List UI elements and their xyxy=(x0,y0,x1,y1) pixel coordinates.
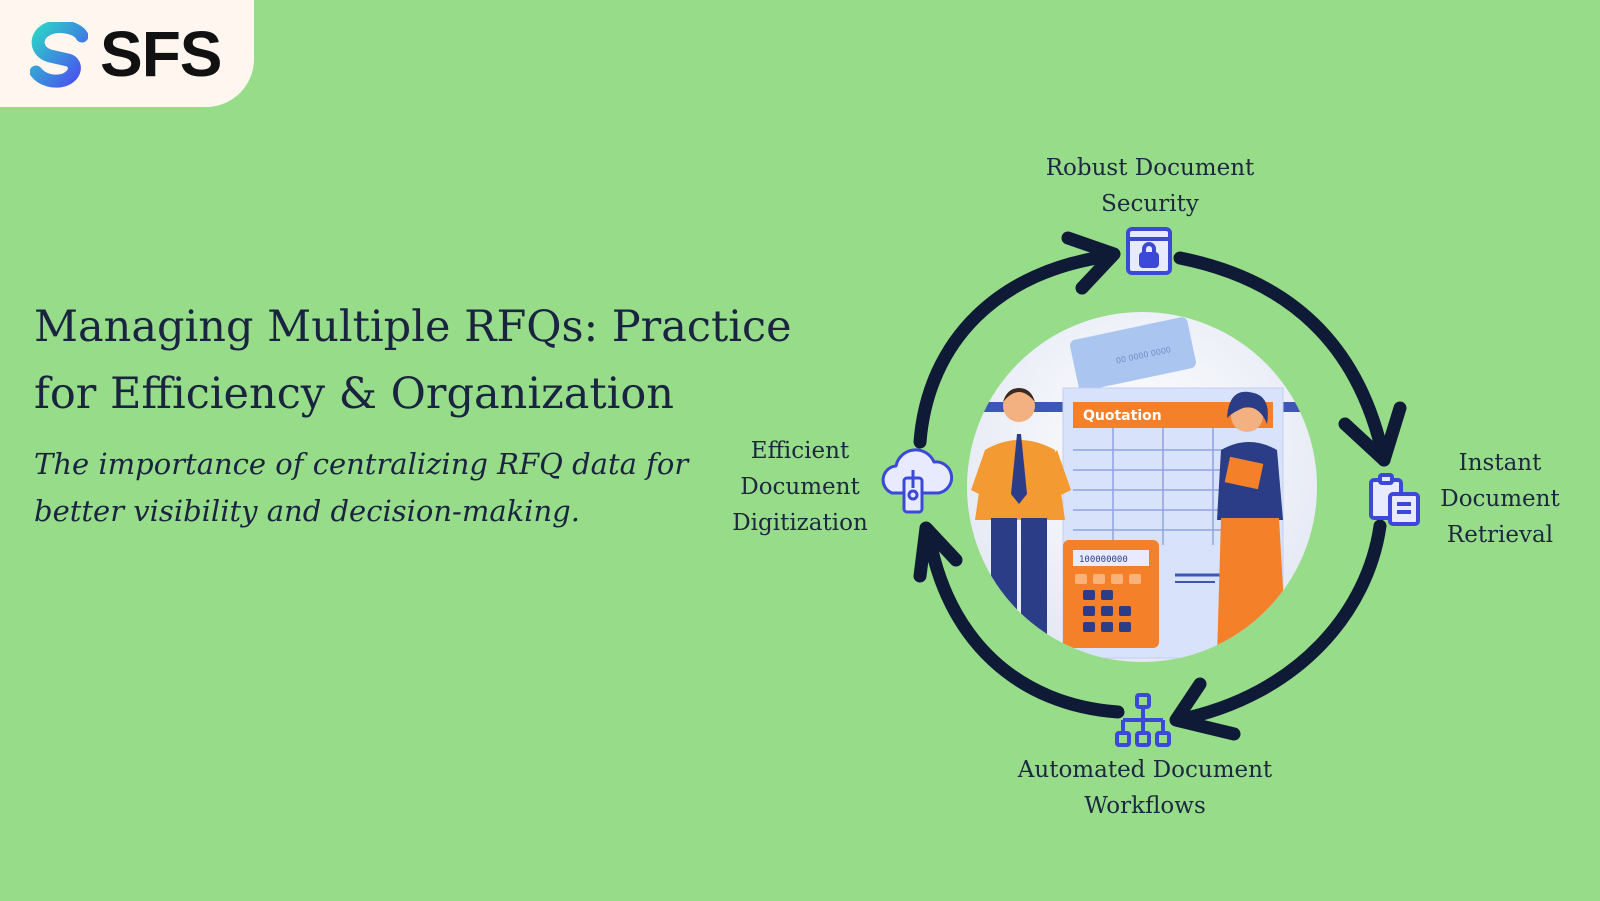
quotation-title: Quotation xyxy=(1083,408,1162,424)
arrow-right-to-bottom xyxy=(1171,519,1387,727)
clipboard-doc-icon xyxy=(1369,473,1420,526)
lock-window-icon xyxy=(1126,227,1172,275)
arrow-bottom-to-left xyxy=(921,523,1125,719)
cycle-arrows xyxy=(881,227,1420,747)
calculator: 100000000 xyxy=(1063,540,1159,648)
arrowhead-bottom xyxy=(1169,677,1241,741)
sfs-logo-icon xyxy=(30,22,88,88)
step-label-security: Robust Document Security xyxy=(1045,155,1255,217)
step-label-retrieval: Instant Document Retrieval xyxy=(1440,450,1560,548)
arrowhead-left xyxy=(913,521,963,583)
step-label-workflows: Automated Document Workflows xyxy=(1017,757,1273,819)
hierarchy-icon xyxy=(1115,693,1171,747)
arrowhead-right xyxy=(1338,401,1407,467)
page-title: Managing Multiple RFQs: Practice for Eff… xyxy=(34,302,792,419)
credit-card xyxy=(1070,317,1196,391)
logo-card: SFS xyxy=(0,0,254,107)
cloud-upload-icon xyxy=(881,448,954,514)
arrow-left-to-top xyxy=(913,249,1117,449)
cycle-diagram: 00 0000 0000 Quotation xyxy=(700,130,1600,901)
arrow-top-to-right xyxy=(1173,251,1391,467)
brand-name: SFS xyxy=(100,18,222,90)
page-subtitle: The importance of centralizing RFQ data … xyxy=(34,447,689,528)
quotation-illustration: 00 0000 0000 Quotation xyxy=(967,312,1317,662)
arrowhead-top xyxy=(1061,231,1121,295)
calculator-display: 100000000 xyxy=(1079,555,1128,565)
step-label-digitization: Efficient Document Digitization xyxy=(732,438,868,536)
